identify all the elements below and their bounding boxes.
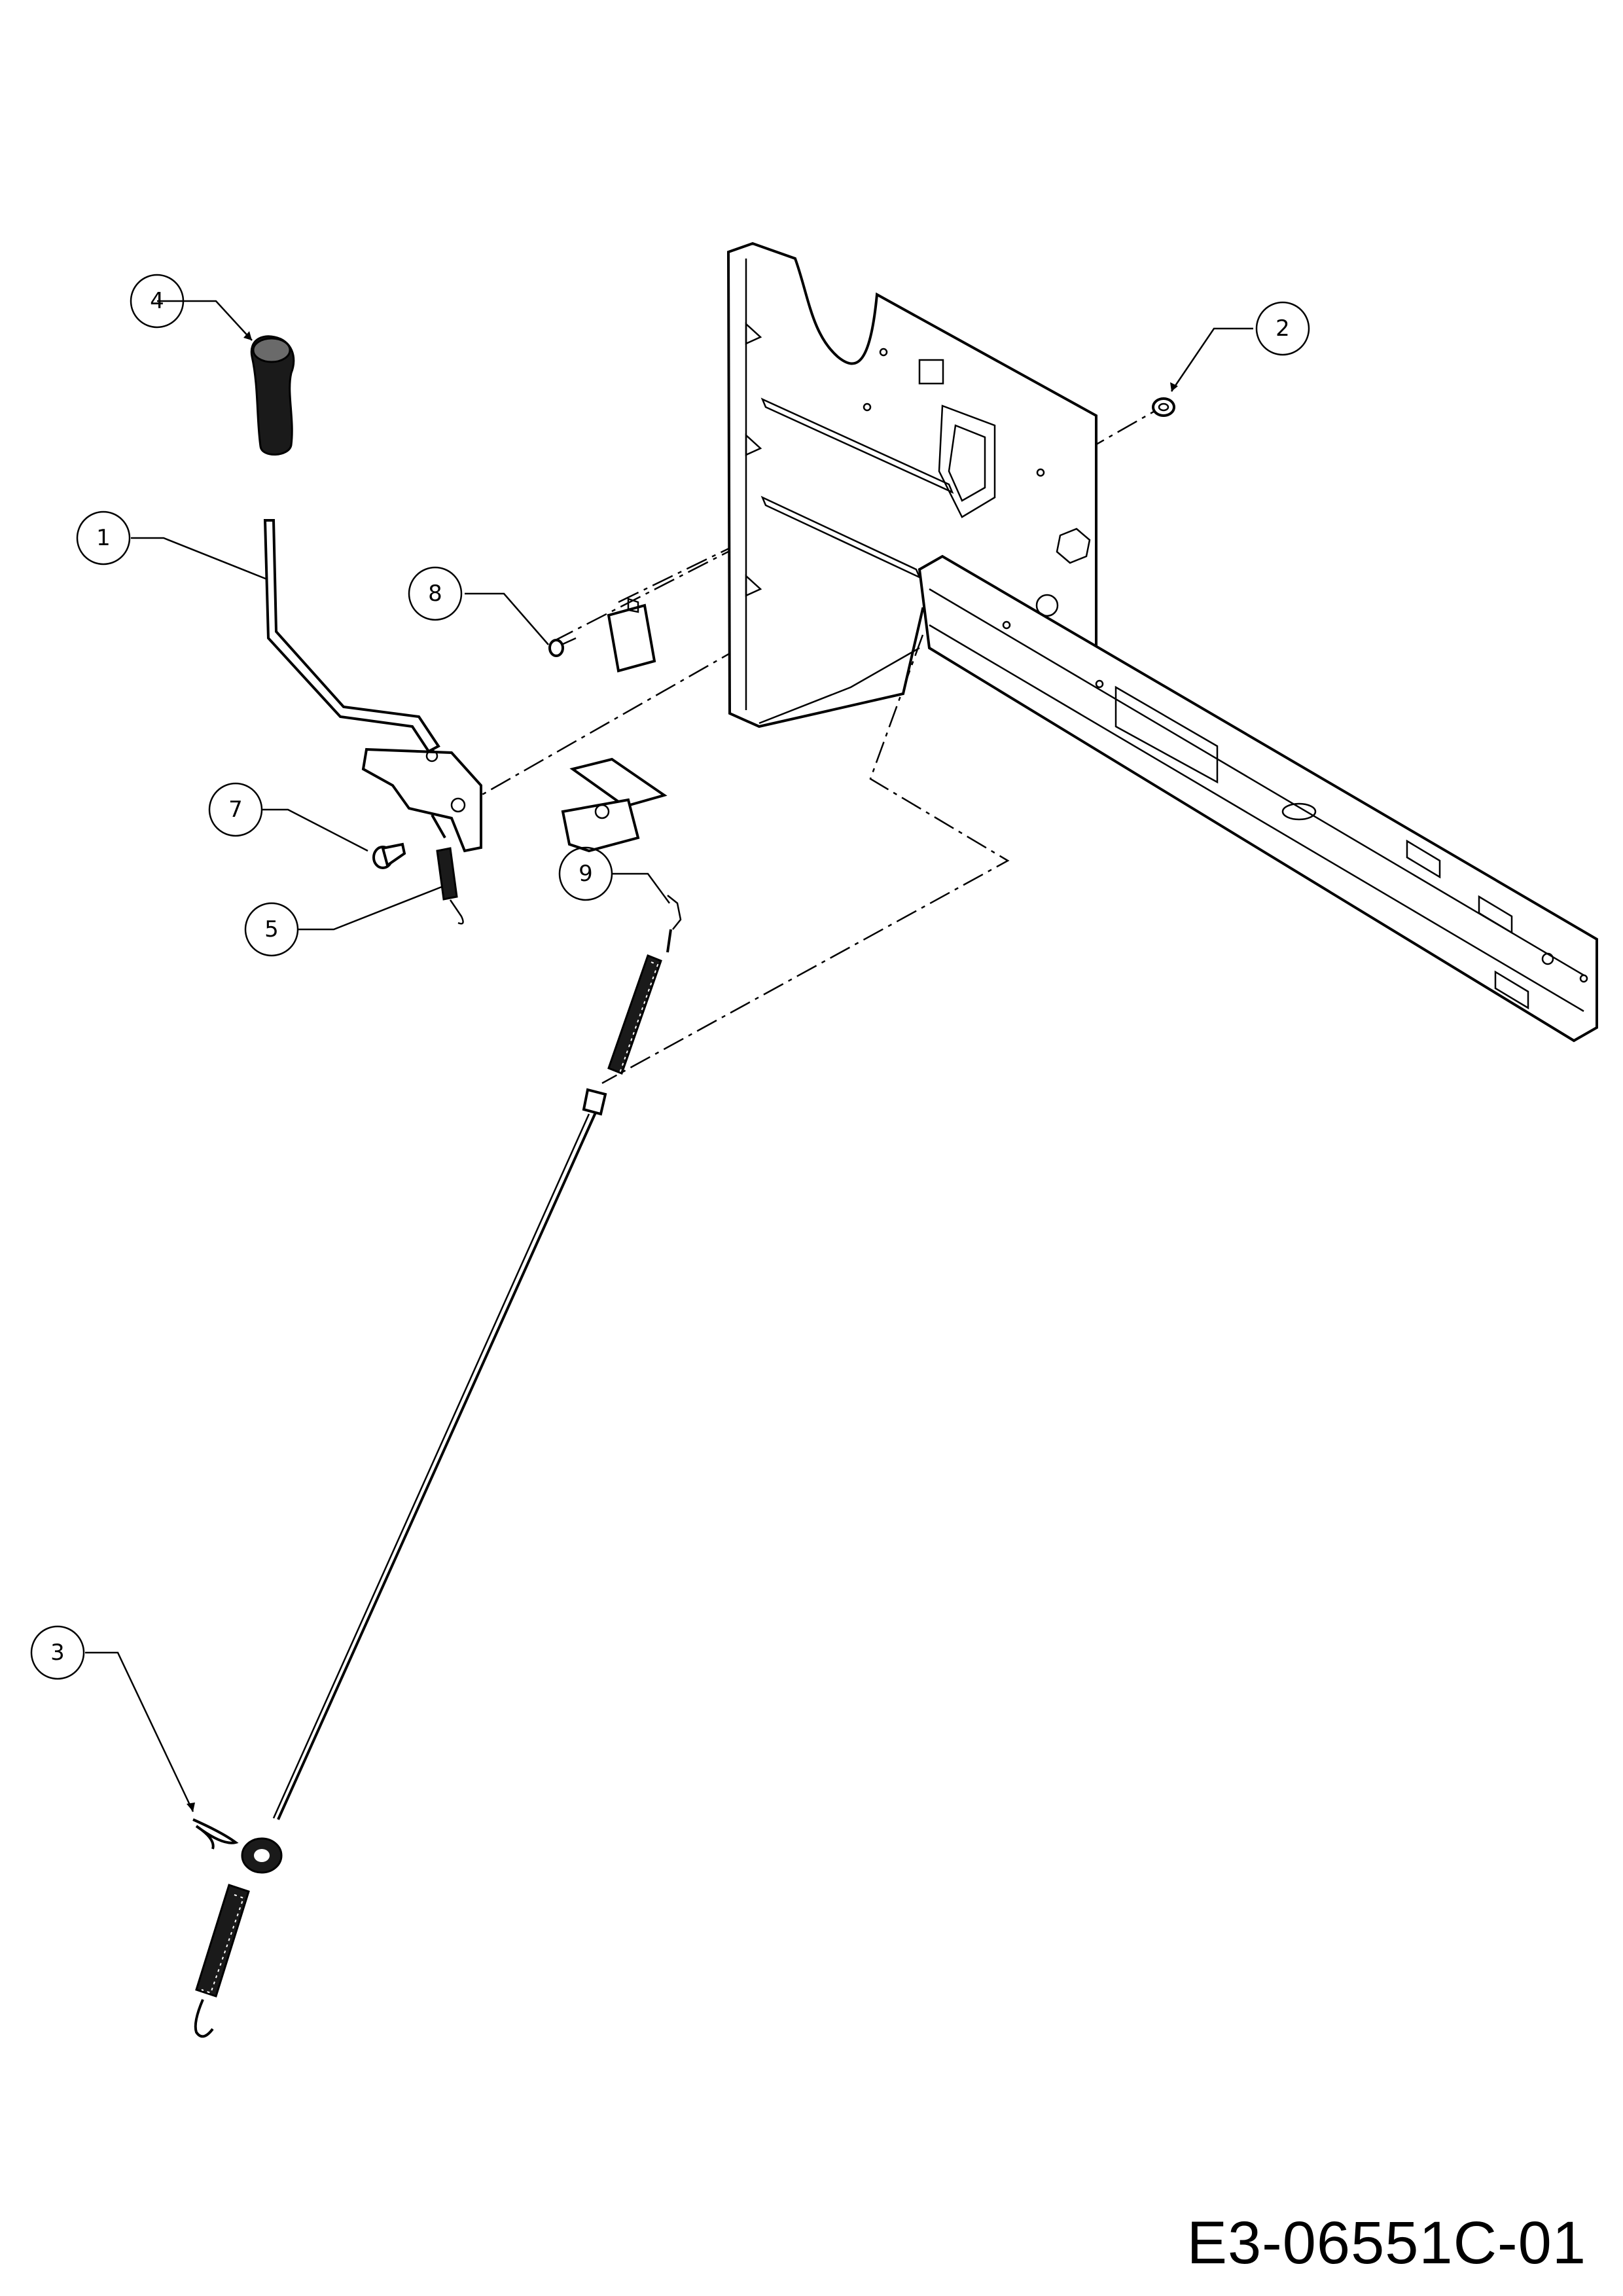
callout-9: 9: [558, 846, 613, 901]
callout-1: 1: [76, 511, 131, 565]
svg-text:4: 4: [150, 288, 164, 314]
svg-text:2: 2: [1275, 315, 1290, 342]
part-nut: [1152, 397, 1175, 417]
document-code: E3-06551C-01: [1186, 2210, 1586, 2276]
part-cable-bracket: [561, 757, 682, 930]
svg-text:1: 1: [96, 525, 111, 551]
svg-text:5: 5: [264, 916, 279, 942]
part-control-cable: [194, 929, 672, 2038]
svg-text:7: 7: [228, 797, 243, 823]
callout-2: 2: [1255, 301, 1310, 356]
callout-3: 3: [30, 1625, 85, 1680]
part-control-lever: [263, 519, 482, 853]
part-bolt-and-bracket: [548, 598, 656, 673]
callout-5: 5: [244, 902, 299, 957]
svg-text:8: 8: [428, 581, 442, 607]
part-hairpin-clip: [192, 1818, 239, 1850]
svg-text:9: 9: [579, 861, 593, 887]
callout-8: 8: [408, 566, 463, 621]
callout-4: 4: [130, 274, 185, 329]
leader-lines: [85, 300, 1253, 1812]
callout-bubbles: 4 2 1 8 7 5 9 3: [30, 274, 1310, 1680]
callout-7: 7: [208, 782, 263, 837]
svg-text:3: 3: [50, 1640, 65, 1666]
part-shoulder-bolt: [372, 842, 406, 869]
part-small-spring: [431, 814, 464, 925]
part-handle-grip: [250, 335, 295, 456]
frame-rail: [758, 554, 1598, 1043]
